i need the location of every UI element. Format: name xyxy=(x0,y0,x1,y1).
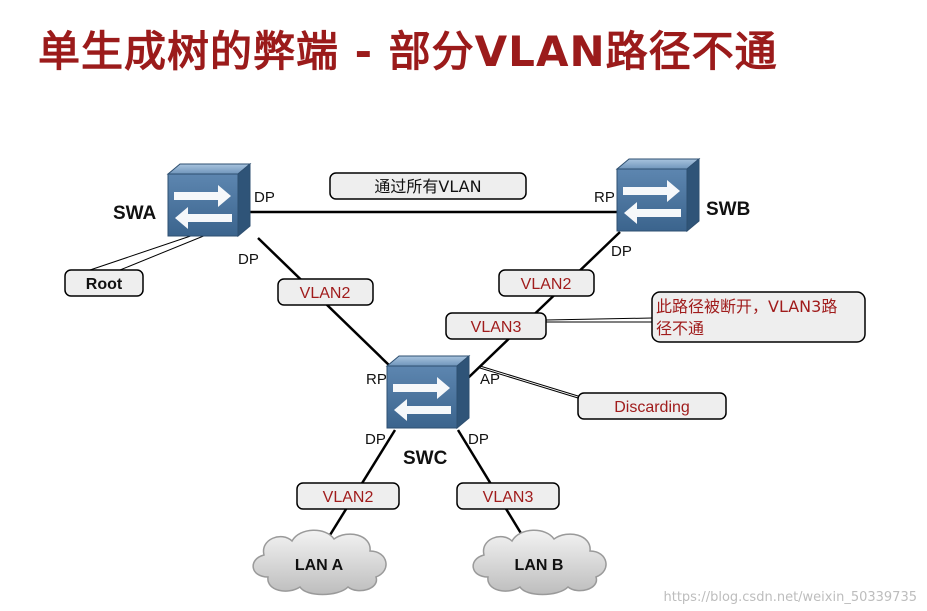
swb-label: SWB xyxy=(706,199,750,220)
tag-vlan3-swb-swc: VLAN3 xyxy=(445,312,547,340)
tag-vlan2-swa-swc-text: VLAN2 xyxy=(300,285,351,302)
tag-vlan3-swb-swc-text: VLAN3 xyxy=(471,319,522,336)
switch-swc[interactable] xyxy=(386,355,470,429)
callout-line-2: 径不通 xyxy=(656,319,704,338)
tag-vlan2-swb-swc: VLAN2 xyxy=(498,269,595,297)
tag-vlan2-lana-text: VLAN2 xyxy=(323,489,374,506)
tag-vlan2-swa-swc: VLAN2 xyxy=(277,278,374,306)
port-role-swc-rp: RP xyxy=(366,371,387,388)
lan-b-label: LAN B xyxy=(515,557,564,574)
port-role-swc-ap: AP xyxy=(480,371,500,388)
tag-vlan3-lanb-text: VLAN3 xyxy=(483,489,534,506)
tag-all-vlan: 通过所有VLAN xyxy=(329,172,527,200)
port-role-swa-right: DP xyxy=(254,189,275,206)
port-role-swb-left: RP xyxy=(594,189,615,206)
tag-vlan3-lanb: VLAN3 xyxy=(456,482,560,510)
watermark: https://blog.csdn.net/weixin_50339735 xyxy=(663,590,917,605)
tag-root: Root xyxy=(64,269,144,297)
discarding-pointer xyxy=(479,367,579,399)
port-role-swb-down: DP xyxy=(611,243,632,260)
port-role-swc-dp-left: DP xyxy=(365,431,386,448)
tag-root-text: Root xyxy=(86,276,123,293)
tag-all-vlan-text: 通过所有VLAN xyxy=(374,177,481,196)
switch-swb[interactable] xyxy=(616,158,700,232)
tag-vlan2-lana: VLAN2 xyxy=(296,482,400,510)
port-role-swa-down: DP xyxy=(238,251,259,268)
discarding-pointer xyxy=(479,365,579,397)
swc-label: SWC xyxy=(403,448,448,469)
swa-label: SWA xyxy=(113,203,157,224)
callout-pointer xyxy=(545,317,653,321)
tag-discarding-text: Discarding xyxy=(614,399,690,416)
lan-a-label: LAN A xyxy=(295,557,344,574)
callout-line-1: 此路径被断开，VLAN3路 xyxy=(656,297,837,316)
tag-discarding: Discarding xyxy=(577,392,727,420)
switch-swa[interactable] xyxy=(167,163,251,237)
callout-path-broken: 此路径被断开，VLAN3路 径不通 xyxy=(651,291,866,343)
page-title: 单生成树的弊端 - 部分VLAN路径不通 xyxy=(38,27,778,76)
port-role-swc-dp-right: DP xyxy=(468,431,489,448)
link-swb-swc xyxy=(467,231,621,379)
tag-vlan2-swb-swc-text: VLAN2 xyxy=(521,276,572,293)
